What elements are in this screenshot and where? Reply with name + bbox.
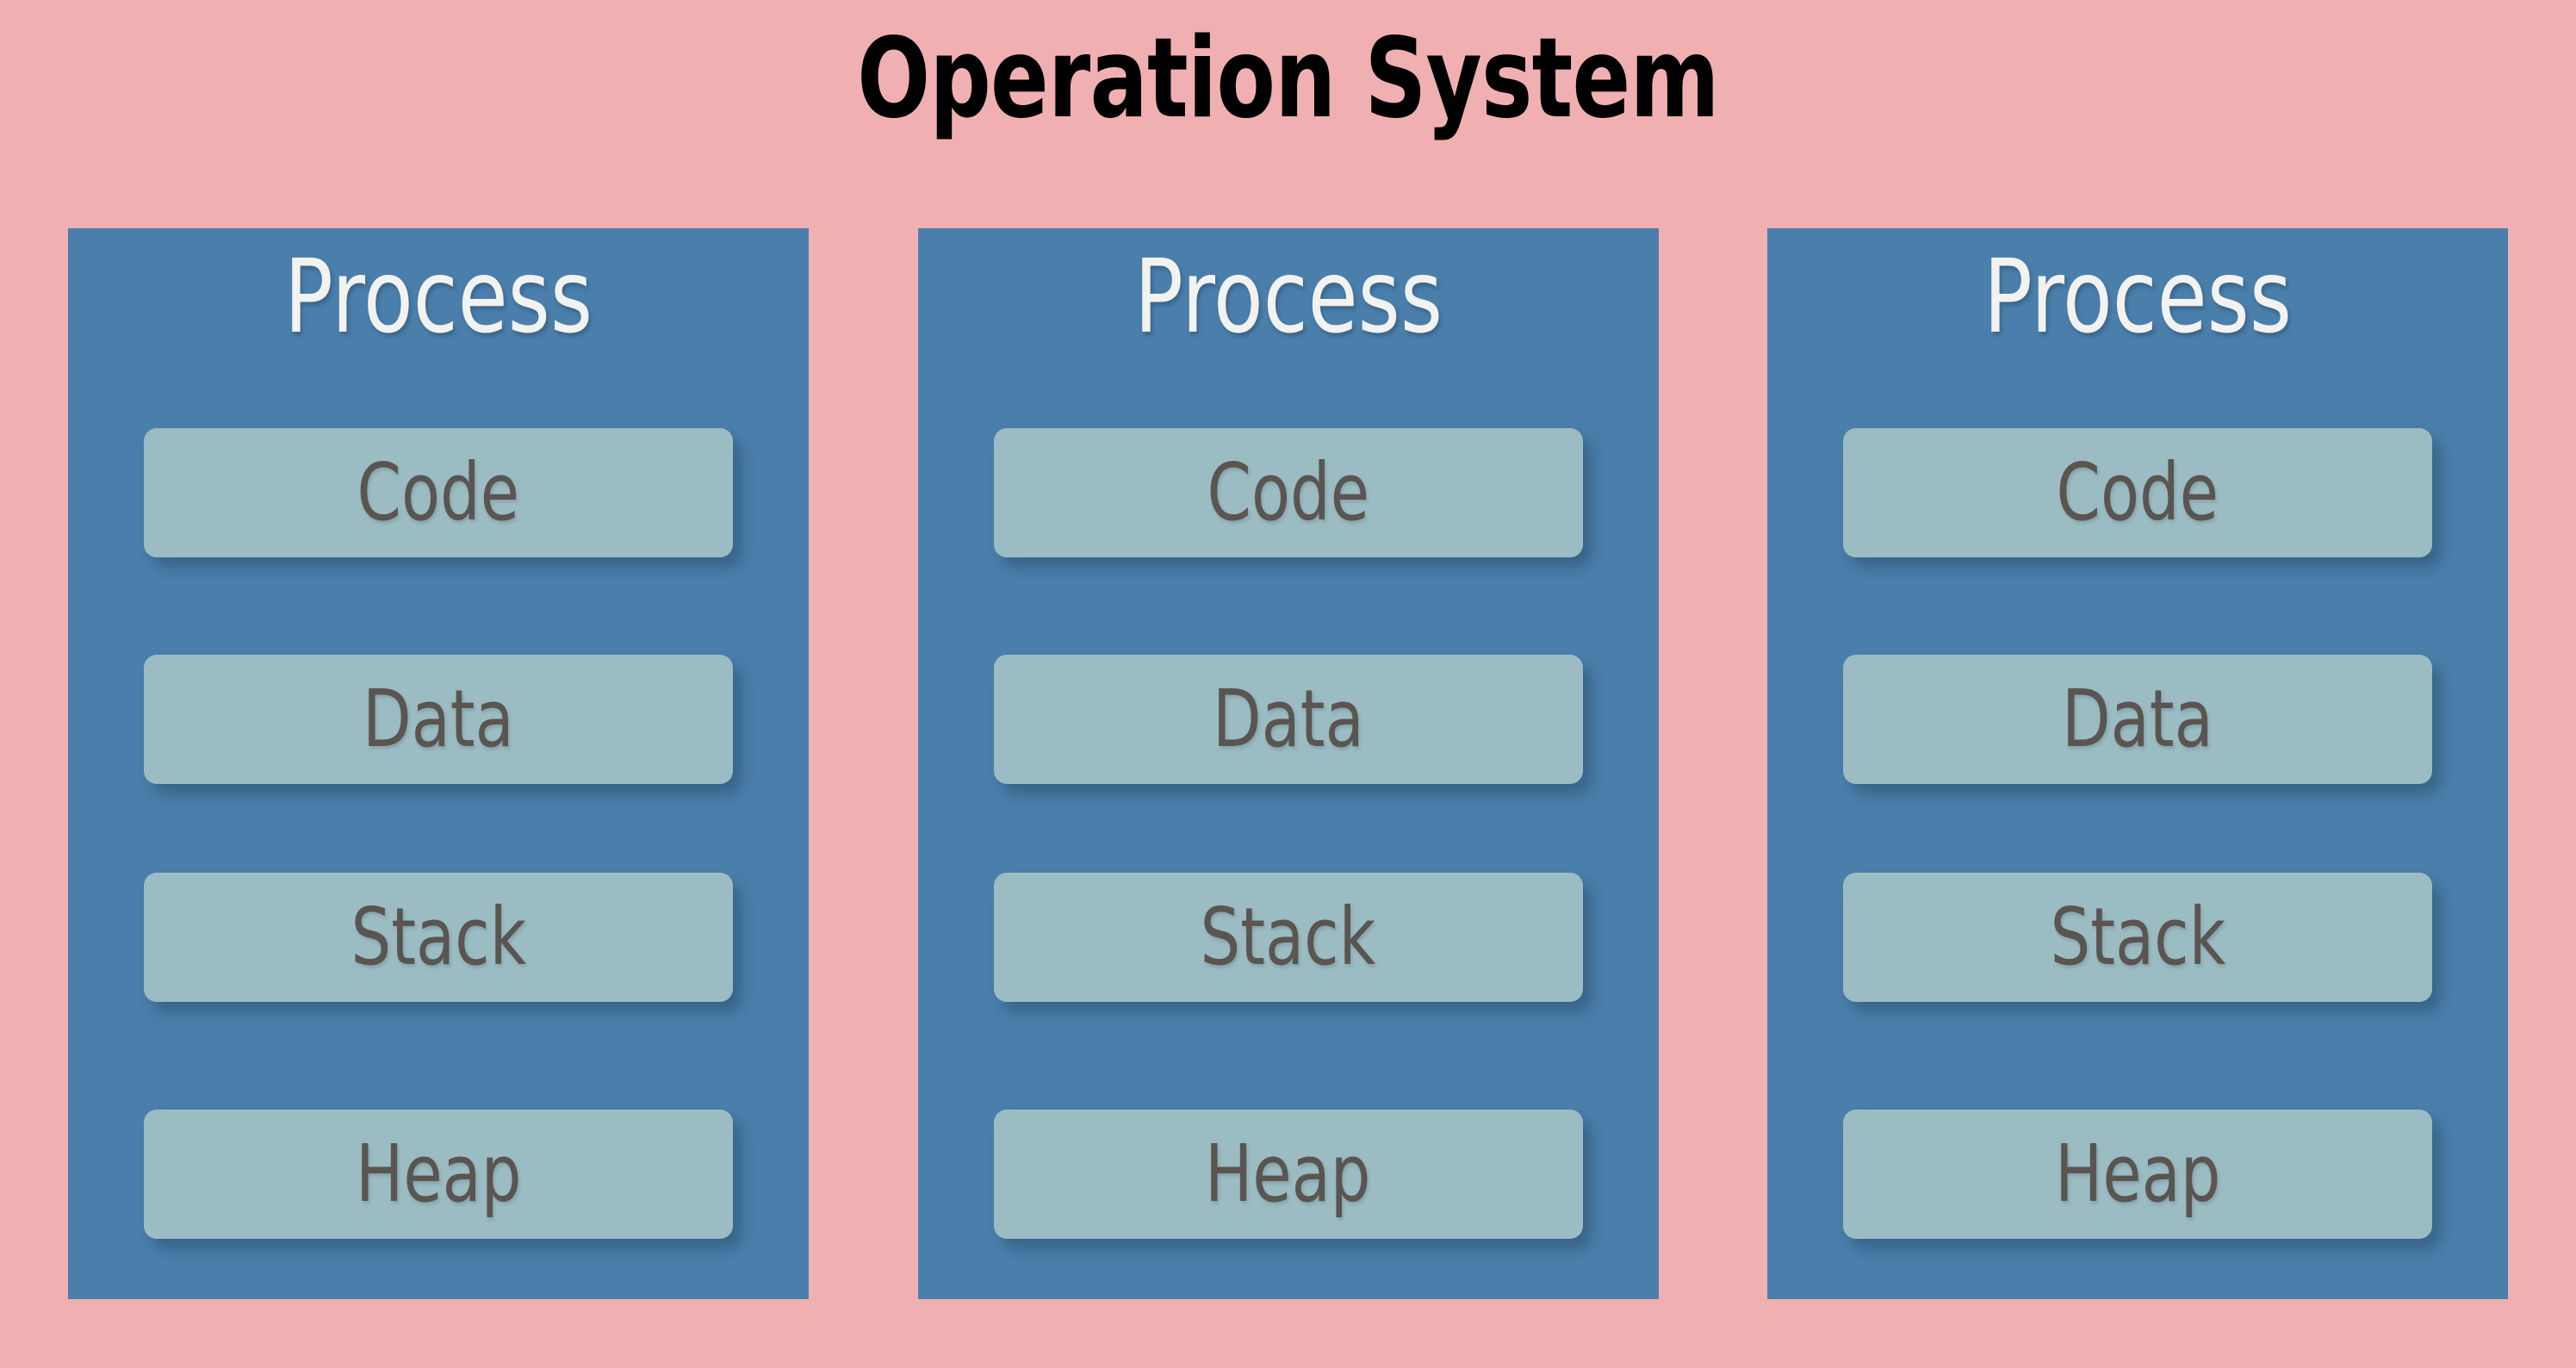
segment-heap[interactable]: Heap (144, 1110, 733, 1239)
segment-label: Code (2056, 446, 2219, 538)
segment-data[interactable]: Data (144, 655, 733, 784)
segment-data[interactable]: Data (993, 655, 1583, 784)
segment-stack[interactable]: Stack (144, 873, 733, 1002)
segment-code[interactable]: Code (993, 428, 1583, 557)
segment-label: Code (1207, 446, 1369, 538)
segment-label: Heap (2054, 1128, 2221, 1220)
segment-stack[interactable]: Stack (993, 873, 1583, 1002)
segment-label: Heap (355, 1128, 522, 1220)
segment-code[interactable]: Code (144, 428, 733, 557)
page-title: Operation System (857, 15, 1719, 143)
segment-label: Stack (1200, 891, 1376, 983)
segment-stack[interactable]: Stack (1843, 873, 2432, 1002)
segment-label: Data (363, 673, 514, 765)
process-heading: Process (1133, 237, 1443, 356)
segment-list: Code Data Stack Heap (68, 428, 809, 1299)
segment-data[interactable]: Data (1843, 655, 2432, 784)
process-box-1[interactable]: Process Code Data Stack Heap (68, 228, 809, 1299)
segment-heap[interactable]: Heap (993, 1110, 1583, 1239)
segment-label: Heap (1205, 1128, 1371, 1220)
process-heading: Process (283, 237, 593, 356)
process-box-3[interactable]: Process Code Data Stack Heap (1767, 228, 2508, 1299)
segment-label: Data (1212, 673, 1364, 765)
segment-label: Data (2062, 673, 2213, 765)
process-row: Process Code Data Stack Heap Process (68, 228, 2508, 1299)
segment-list: Code Data Stack Heap (918, 428, 1659, 1299)
segment-label: Stack (351, 891, 526, 983)
segment-heap[interactable]: Heap (1843, 1110, 2432, 1239)
process-box-2[interactable]: Process Code Data Stack Heap (917, 228, 1659, 1299)
process-heading: Process (1983, 237, 2293, 356)
segment-label: Stack (2050, 891, 2225, 983)
segment-label: Code (357, 446, 520, 538)
segment-list: Code Data Stack Heap (1767, 428, 2508, 1299)
segment-code[interactable]: Code (1843, 428, 2432, 557)
